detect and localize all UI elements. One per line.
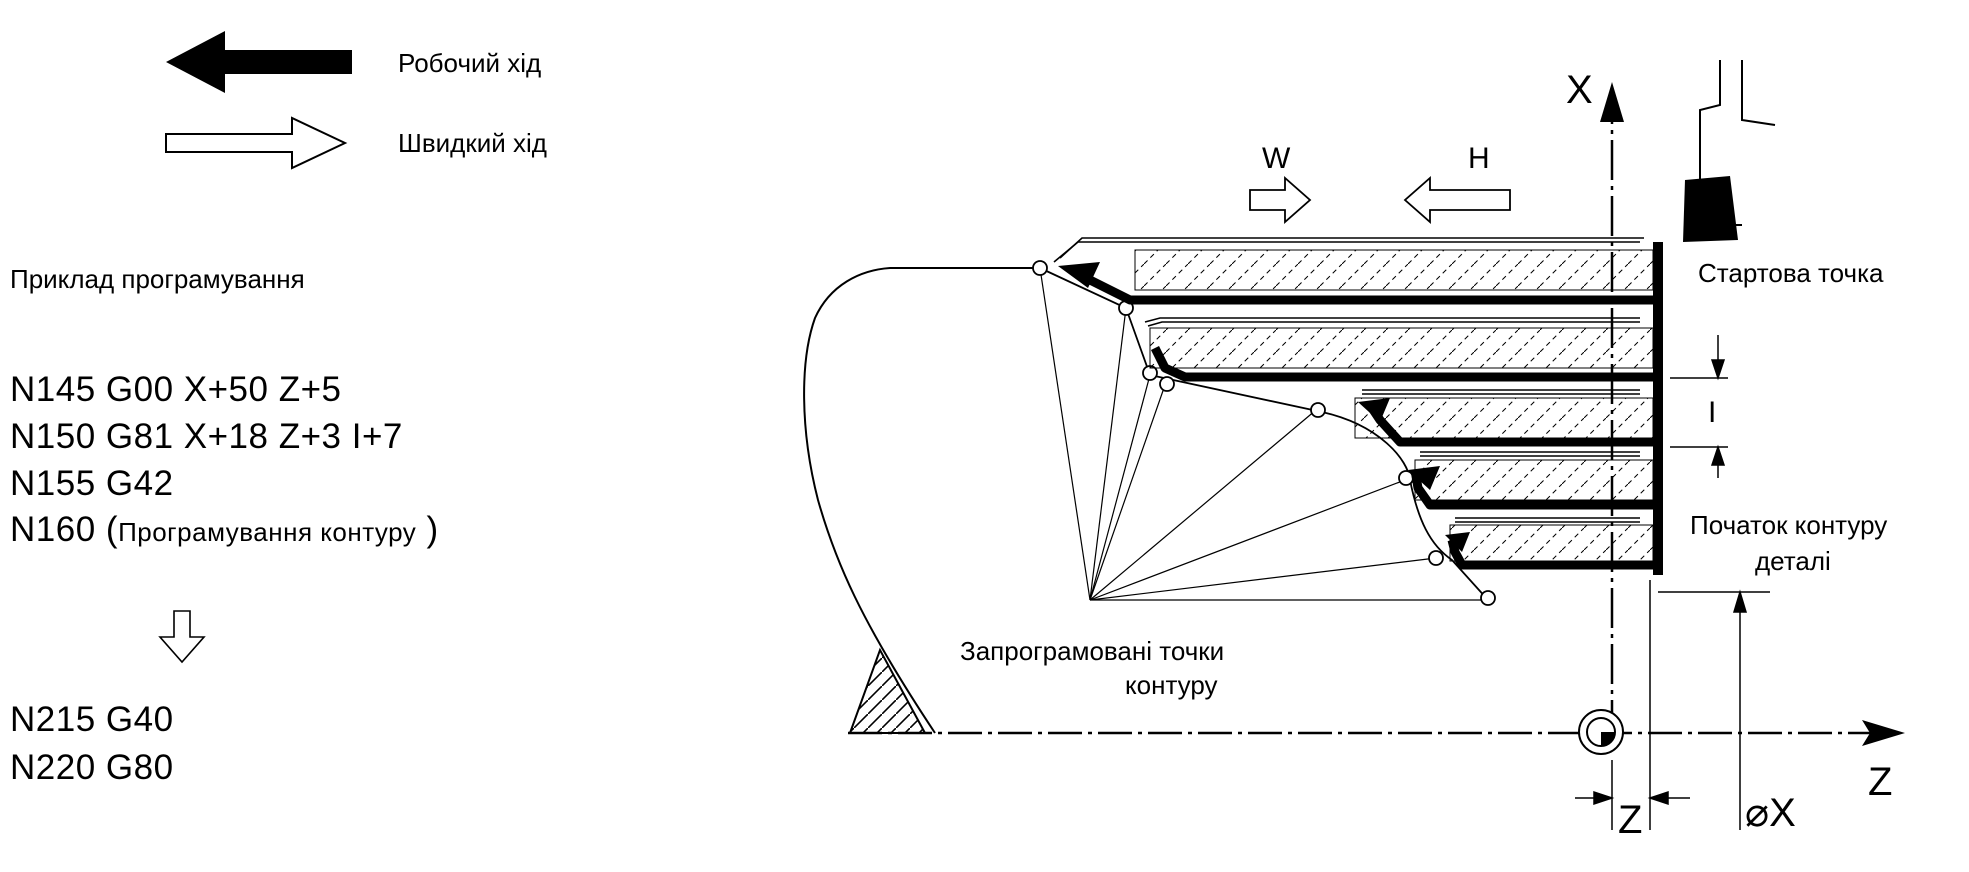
working-pass-arrowheads xyxy=(1058,262,1470,552)
code-line-2: N150 G81 X+18 Z+3 I+7 xyxy=(10,417,403,456)
continue-down-arrow-icon xyxy=(158,610,206,664)
legend-rapid-label: Швидкий хід xyxy=(398,128,547,158)
code-line-5: N215 G40 xyxy=(10,700,174,739)
code-line-3: N155 G42 xyxy=(10,464,174,503)
code-line-1: N145 G00 X+50 Z+5 xyxy=(10,370,342,409)
contour-start-label-2: деталі xyxy=(1755,546,1831,576)
dimension-diameter-x xyxy=(1658,589,1770,830)
z-axis xyxy=(848,720,1905,746)
tool-insert-icon xyxy=(1683,176,1738,242)
code-line-6: N220 G80 xyxy=(10,748,174,787)
contour-paren-open: ( xyxy=(105,510,119,549)
direction-w-arrow-icon xyxy=(1249,176,1312,224)
contour-start-label-1: Початок контуру xyxy=(1690,510,1888,540)
z-axis-label: Z xyxy=(1868,760,1893,804)
dimension-z-label: Z xyxy=(1618,798,1643,842)
origin-icon xyxy=(1578,709,1624,755)
contour-note: Програмування контуру xyxy=(118,517,417,547)
start-point-label: Стартова точка xyxy=(1698,258,1884,288)
dimension-z xyxy=(1575,580,1690,830)
legend-rapid-arrow-icon xyxy=(165,116,348,170)
code-line-4-block: N160 xyxy=(10,510,96,549)
contour-paren-close: ) xyxy=(426,510,439,549)
direction-w-label: W xyxy=(1262,142,1291,175)
dimension-diameter-x-label: ⌀X xyxy=(1745,791,1796,835)
legend-working-label: Робочий хід xyxy=(398,48,542,78)
direction-h-label: H xyxy=(1468,142,1490,175)
x-axis-label: X xyxy=(1566,68,1593,112)
direction-h-arrow-icon xyxy=(1403,176,1511,224)
dimension-i xyxy=(1670,335,1728,478)
fixture-hatched xyxy=(848,647,927,734)
working-passes xyxy=(1077,270,1653,570)
example-title: Приклад програмування xyxy=(10,264,305,294)
legend-working-arrow-icon xyxy=(166,31,352,93)
code-line-4: N160 (Програмування контуру ) xyxy=(10,510,439,550)
programmed-points-label-2: контуру xyxy=(1125,670,1218,700)
programmed-point-leaders xyxy=(1039,267,1486,601)
programmed-points-label-1: Запрограмовані точки xyxy=(960,636,1225,666)
dimension-i-label: I xyxy=(1708,396,1717,429)
stock-layers xyxy=(1134,249,1654,562)
workpiece-outline xyxy=(803,267,1040,734)
rapid-return-paths xyxy=(1053,237,1644,523)
programmed-points xyxy=(1032,260,1496,606)
